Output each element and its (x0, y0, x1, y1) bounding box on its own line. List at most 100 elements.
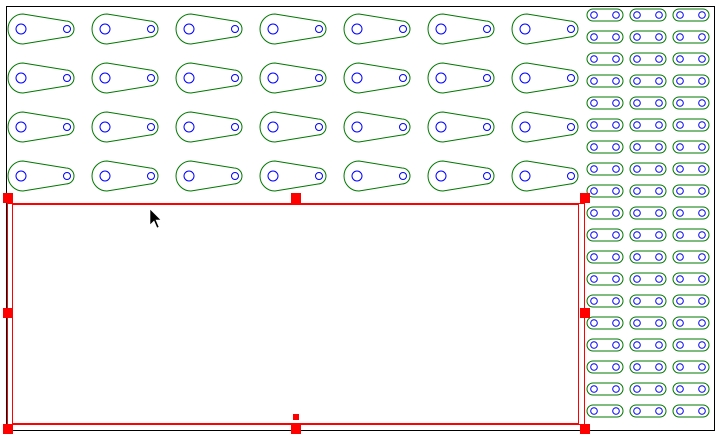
link-hole (698, 385, 706, 393)
link-outline (629, 118, 667, 132)
part-hole (519, 72, 531, 84)
link-outline (629, 316, 667, 330)
part-outline (259, 111, 327, 143)
part-hole (483, 123, 491, 131)
part-hole (567, 123, 575, 131)
part-hole (399, 123, 407, 131)
large-parts-group (7, 13, 579, 192)
link-hole (590, 209, 598, 217)
link-hole (633, 11, 641, 19)
link-outline (586, 96, 624, 110)
link-hole (698, 121, 706, 129)
link-outline (672, 206, 710, 220)
nested-link (672, 118, 710, 132)
part-hole (15, 23, 27, 35)
link-hole (590, 341, 598, 349)
link-outline (672, 118, 710, 132)
link-outline (629, 272, 667, 286)
part-hole (267, 121, 279, 133)
part-outline (91, 62, 159, 94)
part-hole (147, 123, 155, 131)
link-hole (655, 275, 663, 283)
link-hole (612, 209, 620, 217)
part-hole (15, 121, 27, 133)
nested-link (629, 404, 667, 418)
nested-link (586, 162, 624, 176)
link-outline (672, 316, 710, 330)
nested-link (672, 30, 710, 44)
link-hole (633, 231, 641, 239)
nested-link (629, 382, 667, 396)
link-outline (586, 140, 624, 154)
link-outline (629, 30, 667, 44)
nested-link (586, 316, 624, 330)
part-hole (99, 23, 111, 35)
link-hole (676, 231, 684, 239)
part-hole (147, 172, 155, 180)
nested-link (629, 228, 667, 242)
link-hole (676, 209, 684, 217)
link-hole (633, 99, 641, 107)
link-outline (672, 404, 710, 418)
part-outline (7, 111, 75, 143)
part-outline (511, 160, 579, 192)
nested-link (586, 382, 624, 396)
link-hole (676, 99, 684, 107)
part-hole (567, 25, 575, 33)
resize-handle (3, 193, 13, 203)
link-hole (698, 165, 706, 173)
part-hole (399, 172, 407, 180)
part-hole (231, 74, 239, 82)
link-hole (698, 55, 706, 63)
nested-part (343, 62, 411, 94)
link-outline (586, 250, 624, 264)
link-hole (590, 99, 598, 107)
link-hole (676, 385, 684, 393)
nested-link (586, 52, 624, 66)
link-hole (655, 165, 663, 173)
part-hole (147, 25, 155, 33)
part-outline (175, 160, 243, 192)
link-outline (672, 228, 710, 242)
part-hole (183, 23, 195, 35)
selection-box[interactable] (3, 193, 590, 434)
part-hole (15, 170, 27, 182)
link-hole (612, 231, 620, 239)
nested-link (629, 294, 667, 308)
nested-link (586, 272, 624, 286)
nested-link (672, 316, 710, 330)
link-hole (612, 341, 620, 349)
link-hole (590, 77, 598, 85)
nested-part (91, 111, 159, 143)
link-hole (612, 143, 620, 151)
nested-link (672, 162, 710, 176)
nested-link (672, 184, 710, 198)
part-hole (99, 72, 111, 84)
link-outline (586, 228, 624, 242)
link-outline (672, 8, 710, 22)
nested-link (672, 272, 710, 286)
nested-part (7, 111, 75, 143)
link-hole (698, 297, 706, 305)
link-hole (612, 77, 620, 85)
link-outline (629, 338, 667, 352)
part-outline (427, 62, 495, 94)
part-hole (567, 74, 575, 82)
link-hole (676, 121, 684, 129)
resize-handle (291, 193, 301, 203)
link-hole (698, 341, 706, 349)
nested-link (672, 404, 710, 418)
part-outline (7, 13, 75, 45)
link-outline (629, 404, 667, 418)
link-hole (612, 319, 620, 327)
resize-handle (580, 308, 590, 318)
link-hole (633, 275, 641, 283)
link-hole (655, 77, 663, 85)
nested-link (672, 74, 710, 88)
link-hole (676, 297, 684, 305)
resize-handle (3, 424, 13, 434)
part-hole (483, 25, 491, 33)
nested-part (91, 13, 159, 45)
nested-link (629, 74, 667, 88)
